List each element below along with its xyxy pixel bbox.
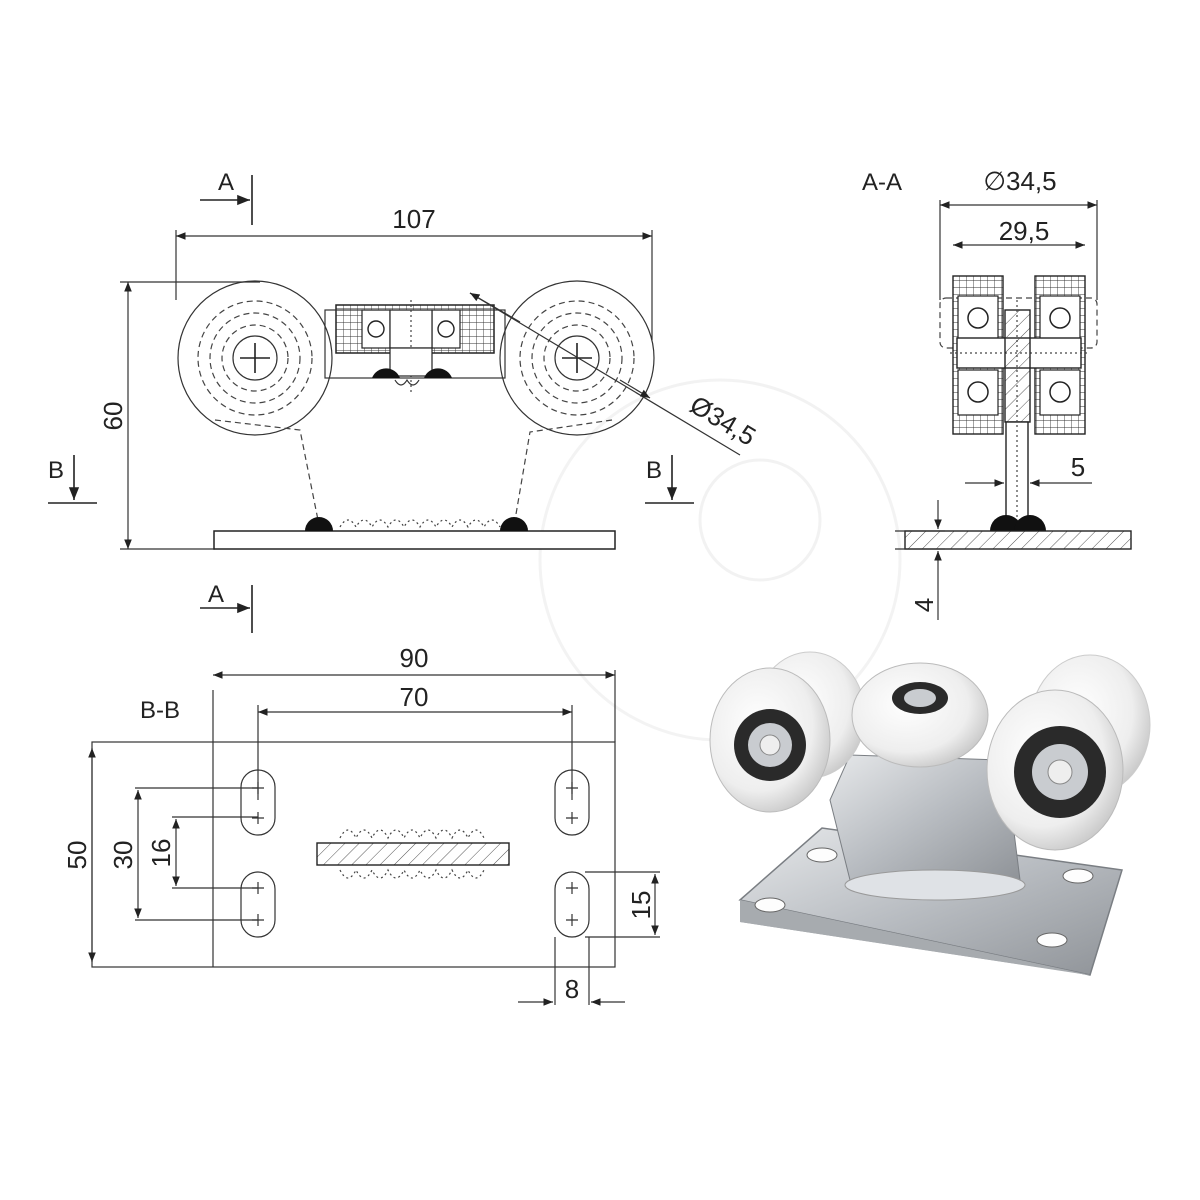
- dim-width-label: 107: [392, 204, 435, 234]
- side-mark-b-right: B: [645, 455, 694, 504]
- side-mark-b-left: B: [48, 455, 97, 504]
- bb-hole-spacing-label: 70: [400, 682, 429, 712]
- dim-height: 60: [98, 281, 260, 550]
- section-bb-title: B-B: [140, 697, 180, 724]
- side-mark-b-right-label: B: [646, 457, 662, 484]
- dim-roller-diameter-label: Ø34,5: [685, 389, 761, 451]
- section-mark-a-top: A: [200, 169, 253, 225]
- right-roller: [499, 280, 655, 436]
- front-view: A 107 60 B B: [48, 169, 761, 633]
- bb-height-label: 50: [62, 841, 92, 870]
- aa-plate-thickness-label: 4: [909, 598, 939, 612]
- section-mark-a-bottom-label: A: [208, 581, 224, 608]
- bb-slot-bottom-left: [240, 871, 276, 938]
- bb-slot-length-label: 15: [626, 891, 656, 920]
- dim-height-label: 60: [98, 402, 128, 431]
- bb-slot-top-left: [240, 769, 276, 836]
- bb-row-spacing-label: 30: [108, 841, 138, 870]
- product-render: [709, 651, 1151, 976]
- section-mark-a-top-label: A: [218, 169, 234, 196]
- dim-width: 107: [175, 204, 653, 340]
- section-aa-view: A-A ∅34,5 29,5 5: [862, 166, 1132, 620]
- aa-outer-diameter-label: ∅34,5: [983, 166, 1056, 196]
- dim-roller-diameter: Ø34,5: [469, 292, 761, 456]
- section-aa-title: A-A: [862, 169, 902, 196]
- carriage-body: [213, 419, 616, 550]
- aa-stem-width-label: 5: [1071, 452, 1085, 482]
- aa-inner-width-label: 29,5: [999, 216, 1050, 246]
- side-mark-b-left-label: B: [48, 457, 64, 484]
- bb-length-label: 90: [400, 643, 429, 673]
- bb-slot-bottom-right: [554, 871, 590, 938]
- left-roller: [177, 280, 333, 436]
- bb-slot-width-label: 8: [565, 974, 579, 1004]
- section-bb-view: B-B 90 70 50 30 16: [62, 643, 660, 1006]
- bb-slot-spacing-label: 16: [146, 839, 176, 868]
- center-bearing: [324, 300, 506, 395]
- bb-slot-top-right: [554, 769, 590, 836]
- section-mark-a-bottom: A: [200, 581, 253, 633]
